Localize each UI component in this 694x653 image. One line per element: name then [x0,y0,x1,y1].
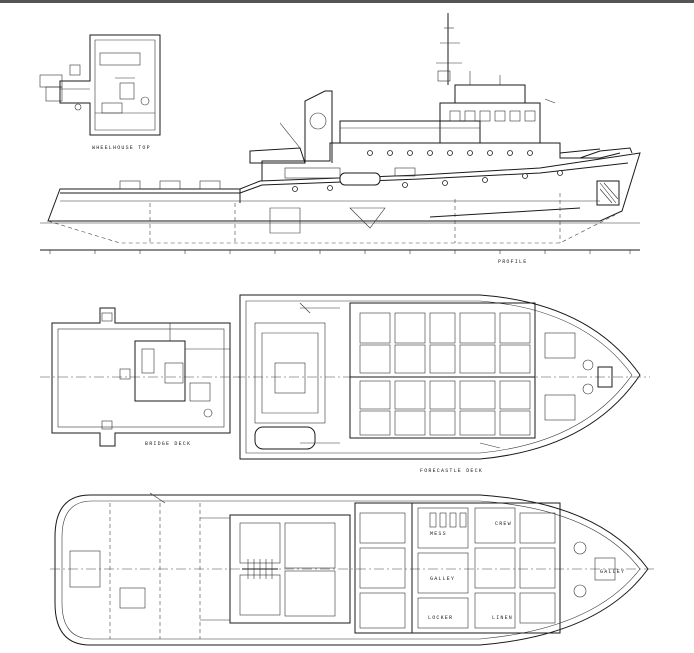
annotation-leaders [149,98,556,504]
profile-view [40,13,641,254]
main-deck-plan [50,494,655,646]
room-label: CREW [495,521,512,527]
room-label: MESS [430,531,447,537]
room-label: GALLEY [430,576,456,582]
room-label: GALLEY [600,569,626,575]
bridge-deck-title: BRIDGE DECK [145,441,192,447]
forecastle-deck-title: FORECASTLE DECK [420,468,484,474]
portholes [292,150,563,192]
forecastle-deck-plan [235,294,650,460]
wheelhouse-top-plan [39,34,161,136]
room-label: LOCKER [428,615,454,621]
wheelhouse-top-title: WHEELHOUSE TOP [92,145,151,151]
profile-title: PROFILE [498,259,528,265]
bridge-deck-plan [40,307,240,447]
drawing-canvas [39,13,655,646]
room-label: LINEN [492,615,514,621]
